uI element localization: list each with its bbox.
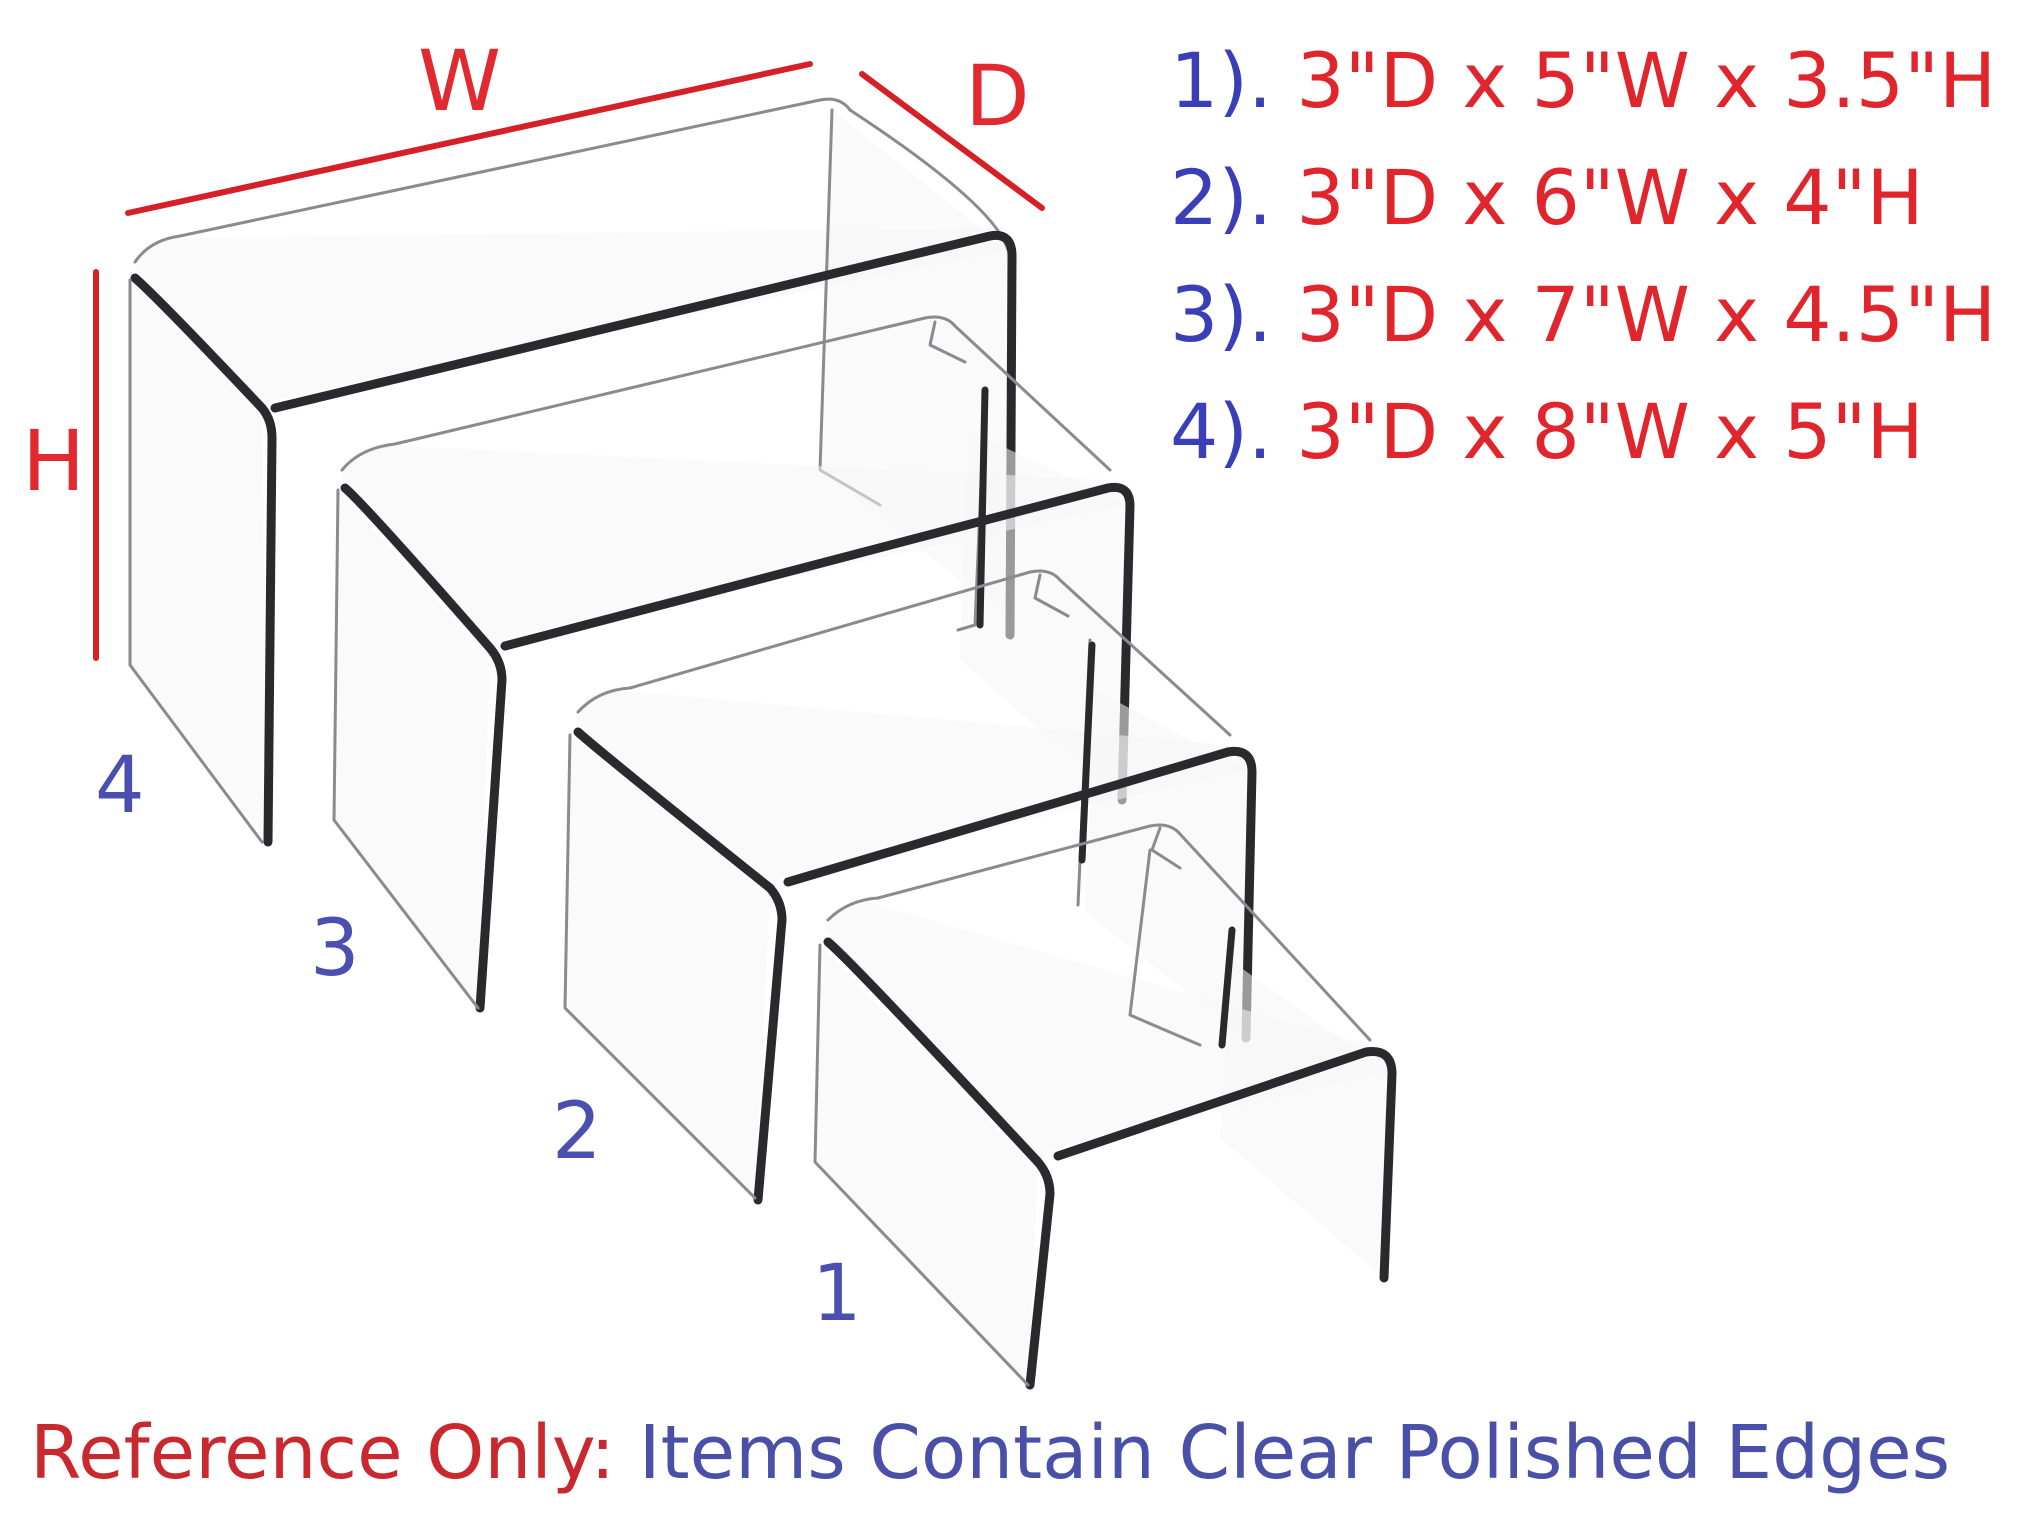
reference-note-text: Items Contain Clear Polished Edges — [615, 1410, 1951, 1496]
depth-dimension-line — [859, 71, 1045, 211]
stand-number-2: 2 — [552, 1087, 602, 1177]
riser-3 — [332, 315, 1135, 1013]
spec-size: 3"D x 5"W x 3.5"H — [1272, 36, 1997, 125]
spec-item-1: 1). 3"D x 5"W x 3.5"H — [1170, 22, 1996, 139]
stand-number-3: 3 — [310, 904, 360, 994]
spec-number: 4). — [1170, 387, 1273, 476]
width-dimension-line — [125, 61, 813, 216]
riser-2 — [563, 569, 1257, 1205]
stand-number-4: 4 — [95, 741, 145, 831]
spec-size: 3"D x 6"W x 4"H — [1272, 153, 1924, 242]
width-label: W — [418, 32, 501, 130]
reference-note-lead: Reference Only: — [30, 1410, 616, 1496]
height-label: H — [22, 412, 85, 510]
spec-size: 3"D x 7"W x 4.5"H — [1272, 270, 1997, 359]
spec-number: 3). — [1170, 270, 1273, 359]
depth-label: D — [965, 47, 1030, 145]
size-spec-list: 1). 3"D x 5"W x 3.5"H 2). 3"D x 6"W x 4"… — [1170, 22, 1996, 490]
spec-item-3: 3). 3"D x 7"W x 4.5"H — [1170, 256, 1996, 373]
stand-number-1: 1 — [812, 1249, 862, 1339]
spec-item-2: 2). 3"D x 6"W x 4"H — [1170, 139, 1996, 256]
reference-note: Reference Only: Items Contain Clear Poli… — [30, 1408, 1950, 1498]
spec-size: 3"D x 8"W x 5"H — [1272, 387, 1924, 476]
riser-1 — [813, 823, 1397, 1390]
spec-number: 1). — [1170, 36, 1273, 125]
spec-number: 2). — [1170, 153, 1273, 242]
spec-item-4: 4). 3"D x 8"W x 5"H — [1170, 373, 1996, 490]
